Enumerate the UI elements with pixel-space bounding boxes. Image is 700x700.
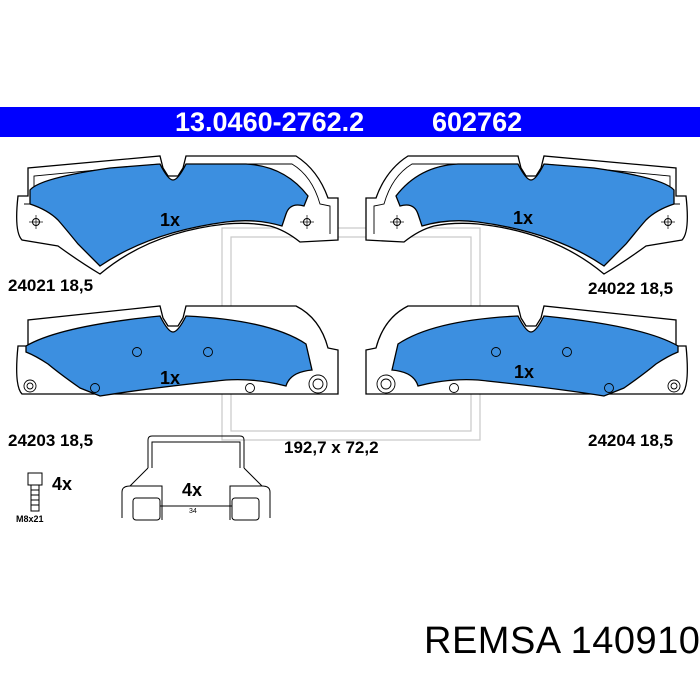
part-number: 13.0460-2762.2 (175, 107, 365, 137)
header-banner: 13.0460-2762.2 602762 (0, 107, 700, 137)
pad-4-quantity: 1x (514, 362, 535, 382)
clip-spacing: 34 (189, 508, 197, 515)
pad-dimensions: 192,7 x 72,2 (284, 438, 379, 457)
pad-1-code: 24021 18,5 (8, 276, 94, 295)
brand-label: REMSA 140910 (424, 620, 700, 662)
alt-part-number: 602762 (432, 107, 523, 137)
bolt-quantity: 4x (52, 474, 73, 494)
pad-1-quantity: 1x (160, 210, 181, 230)
pad-3-code: 24203 18,5 (8, 431, 94, 450)
bolt-icon (27, 472, 43, 512)
clip-icon (121, 435, 271, 521)
pad-2-code: 24022 18,5 (588, 279, 674, 298)
clip-quantity: 4x (182, 480, 203, 500)
bolt-size: M8x21 (16, 514, 44, 524)
pad-3-quantity: 1x (160, 368, 181, 388)
pad-2-quantity: 1x (513, 208, 534, 228)
pad-4-code: 24204 18,5 (588, 431, 674, 450)
